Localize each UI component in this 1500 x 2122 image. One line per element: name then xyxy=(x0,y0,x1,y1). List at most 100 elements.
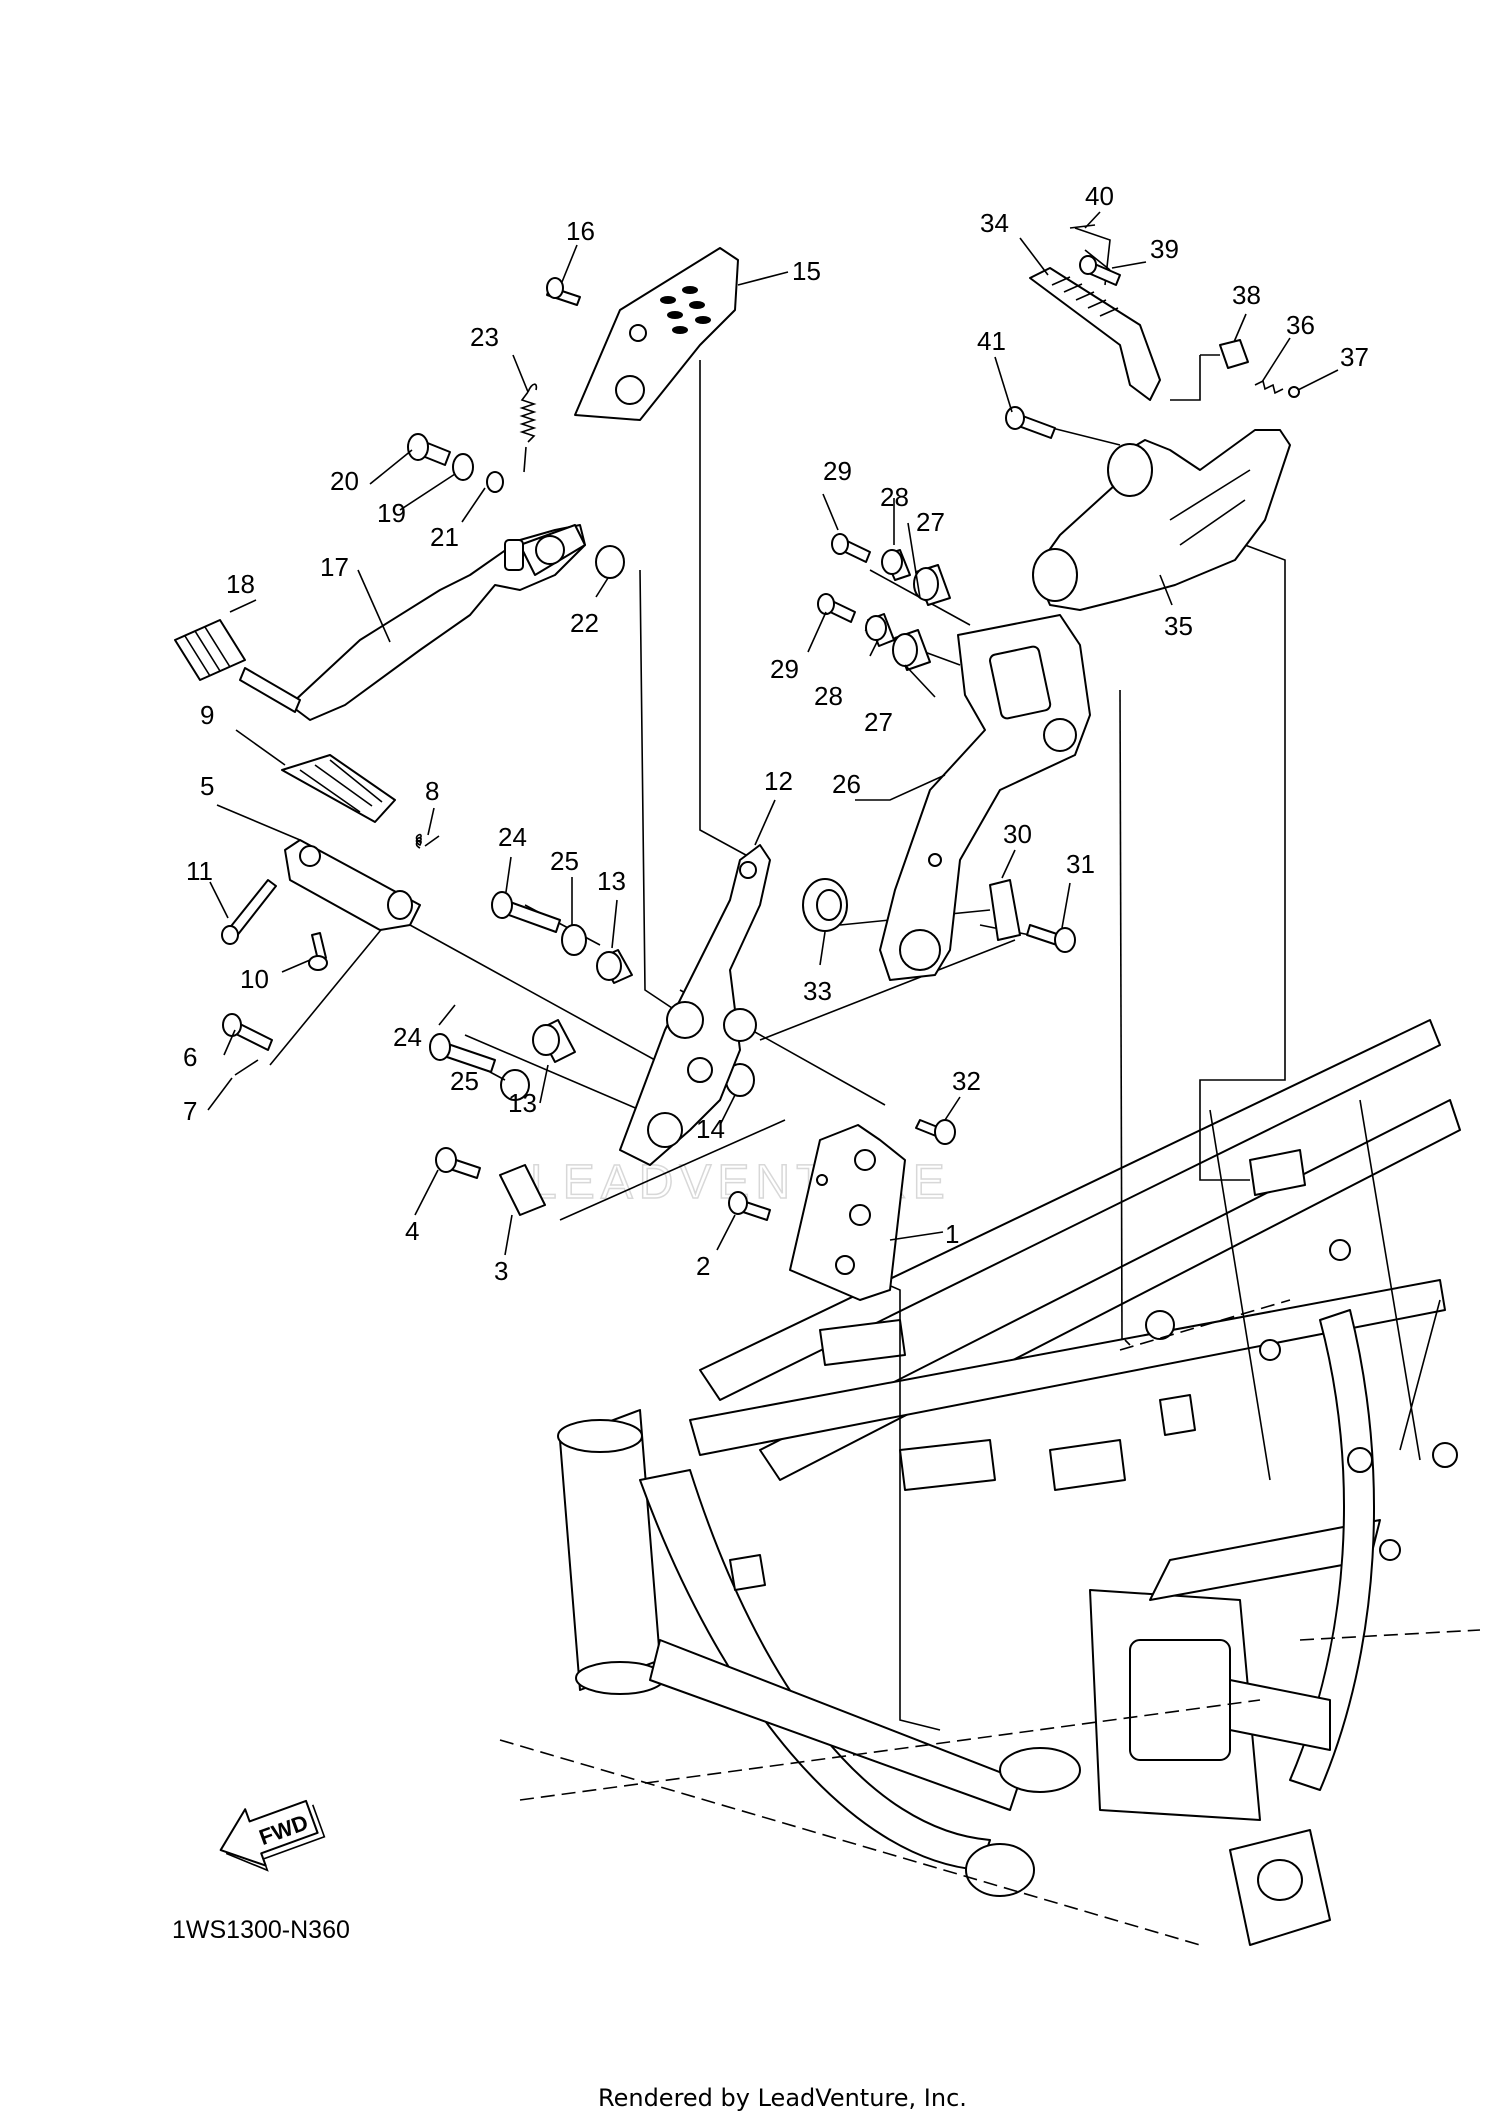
part-17-pedal xyxy=(239,524,586,721)
callout-31: 31 xyxy=(1066,849,1095,879)
part-11-pin xyxy=(221,879,277,945)
part-27-damper-lower xyxy=(892,629,931,671)
part-27-damper-upper xyxy=(913,564,951,606)
callout-27-lower: 27 xyxy=(864,707,893,737)
footer-credit: Rendered by LeadVenture, Inc. xyxy=(598,2084,967,2112)
part-21-washer xyxy=(486,471,504,493)
part-34-passenger-footpeg xyxy=(1029,267,1161,401)
frame-assembly xyxy=(557,1019,1461,1946)
callout-40: 40 xyxy=(1085,181,1114,211)
part-39-pin xyxy=(1079,255,1121,286)
callout-15: 15 xyxy=(792,256,821,286)
part-23-spring xyxy=(519,383,538,473)
callout-18: 18 xyxy=(226,569,255,599)
part-12-footrest-bracket xyxy=(619,844,771,1166)
callout-5: 5 xyxy=(200,771,214,801)
callout-10: 10 xyxy=(240,964,269,994)
part-7-cotter-pin xyxy=(234,1059,259,1076)
callout-34: 34 xyxy=(980,208,1009,238)
part-30-clip xyxy=(989,879,1021,941)
part-3-clamp xyxy=(499,1164,546,1216)
part-20-bolt xyxy=(407,433,451,466)
callout-labels: 1 2 3 4 5 6 7 8 9 10 11 12 13 13 14 15 1… xyxy=(183,181,1369,1286)
part-4-bolt xyxy=(435,1147,481,1179)
part-28-collar-upper xyxy=(881,549,911,581)
part-13-collar-upper xyxy=(596,949,633,984)
part-24-bolt-lower xyxy=(429,1033,496,1073)
callout-30: 30 xyxy=(1003,819,1032,849)
callout-1: 1 xyxy=(945,1219,959,1249)
part-41-bolt xyxy=(1005,406,1056,439)
part-18-pedal-rubber xyxy=(174,619,246,681)
callout-17: 17 xyxy=(320,552,349,582)
part-5-footpeg xyxy=(284,839,421,931)
callout-21: 21 xyxy=(430,522,459,552)
callout-4: 4 xyxy=(405,1216,419,1246)
callout-24-lower: 24 xyxy=(393,1022,422,1052)
leader-lines xyxy=(207,211,1339,1256)
part-32-bolt xyxy=(915,1119,956,1145)
callout-29-lower: 29 xyxy=(770,654,799,684)
part-37-ball xyxy=(1288,386,1300,398)
callout-13-upper: 13 xyxy=(597,866,626,896)
part-29-bolt-lower xyxy=(817,593,856,623)
callout-9: 9 xyxy=(200,700,214,730)
part-15-heel-guard xyxy=(574,247,739,421)
callout-8: 8 xyxy=(425,776,439,806)
callout-13-lower: 13 xyxy=(508,1088,537,1118)
callout-7: 7 xyxy=(183,1096,197,1126)
callout-37: 37 xyxy=(1340,342,1369,372)
callout-39: 39 xyxy=(1150,234,1179,264)
part-26-bracket xyxy=(879,614,1091,981)
callout-27-upper: 27 xyxy=(916,507,945,537)
part-2-bolt xyxy=(728,1191,771,1221)
callout-26: 26 xyxy=(832,769,861,799)
part-36-spring xyxy=(1254,379,1284,395)
diagram-code: 1WS1300-N360 xyxy=(172,1916,350,1944)
callout-12: 12 xyxy=(764,766,793,796)
part-28-collar-lower xyxy=(865,613,895,647)
part-1-plate xyxy=(789,1124,906,1301)
part-25-washer-upper xyxy=(561,924,587,956)
callout-6: 6 xyxy=(183,1042,197,1072)
callout-32: 32 xyxy=(952,1066,981,1096)
callout-24-upper: 24 xyxy=(498,822,527,852)
part-22-washer xyxy=(595,545,625,579)
part-24-bolt-upper xyxy=(491,891,561,933)
part-8-spring xyxy=(415,833,440,849)
part-38-plate xyxy=(1219,339,1249,369)
part-35-passenger-bracket xyxy=(1032,429,1291,611)
callout-2: 2 xyxy=(696,1251,710,1281)
callout-35: 35 xyxy=(1164,611,1193,641)
callout-19: 19 xyxy=(377,498,406,528)
callout-22: 22 xyxy=(570,608,599,638)
part-31-bolt xyxy=(1026,924,1076,953)
part-16-bolt xyxy=(546,277,581,306)
callout-36: 36 xyxy=(1286,310,1315,340)
part-25-washer-lower xyxy=(500,1069,530,1101)
callout-3: 3 xyxy=(494,1256,508,1286)
callout-14: 14 xyxy=(696,1114,725,1144)
part-33-grommet xyxy=(802,878,848,932)
part-13-collar-lower xyxy=(532,1019,576,1063)
part-40-cotter xyxy=(1069,224,1096,229)
part-19-washer xyxy=(452,453,474,481)
part-6-pin xyxy=(222,1013,273,1051)
callout-41: 41 xyxy=(977,326,1006,356)
callout-33: 33 xyxy=(803,976,832,1006)
callout-11: 11 xyxy=(186,856,213,886)
part-9-footpeg-rubber xyxy=(281,754,396,823)
callout-25-upper: 25 xyxy=(550,846,579,876)
callout-20: 20 xyxy=(330,466,359,496)
callout-25-lower: 25 xyxy=(450,1066,479,1096)
part-29-bolt-upper xyxy=(831,533,871,563)
callout-29-upper: 29 xyxy=(823,456,852,486)
callout-16: 16 xyxy=(566,216,595,246)
part-10-bolt xyxy=(308,932,328,971)
fwd-arrow-icon: FWD xyxy=(219,1799,326,1872)
callout-28-lower: 28 xyxy=(814,681,843,711)
callout-23: 23 xyxy=(470,322,499,352)
callout-38: 38 xyxy=(1232,280,1261,310)
callout-28-upper: 28 xyxy=(880,482,909,512)
